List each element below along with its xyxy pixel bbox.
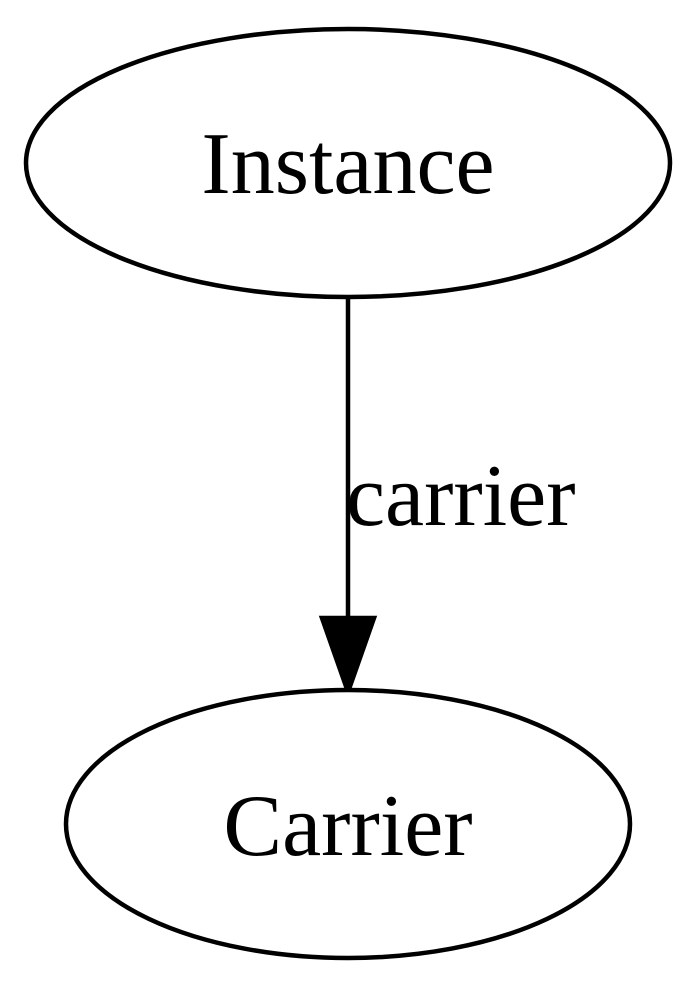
- node-instance-ellipse: [23, 26, 673, 300]
- edge-label-carrier: carrier: [346, 448, 576, 545]
- edge-instance-carrier: carrier: [318, 298, 576, 699]
- node-carrier-label: Carrier: [223, 778, 472, 875]
- edge-arrowhead: [318, 615, 378, 699]
- node-instance-label: Instance: [201, 116, 494, 213]
- node-carrier-ellipse: [63, 687, 633, 961]
- node-instance: Instance: [23, 26, 673, 300]
- node-carrier: Carrier: [63, 687, 633, 961]
